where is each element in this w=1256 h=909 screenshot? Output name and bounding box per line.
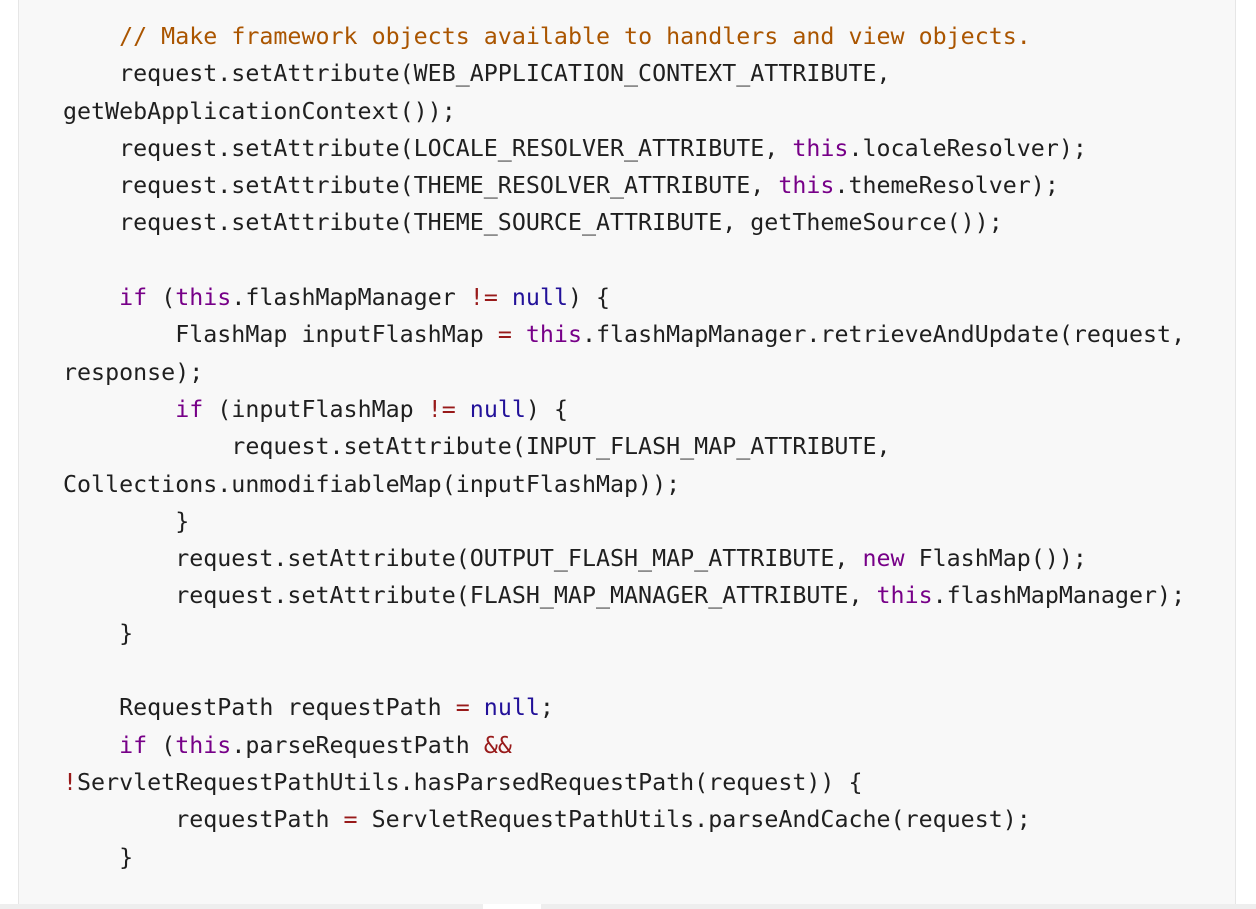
code-line: !ServletRequestPathUtils.hasParsedReques… <box>63 764 1185 801</box>
code-token-kw: if <box>119 284 148 312</box>
code-line: } <box>63 615 1185 652</box>
code-token: request.setAttribute(INPUT_FLASH_MAP_ATT… <box>63 433 891 461</box>
code-line: } <box>63 503 1185 540</box>
code-line <box>63 242 1185 279</box>
code-line: } <box>63 839 1185 876</box>
code-token: Collections.unmodifiableMap(inputFlashMa… <box>63 470 681 498</box>
code-line: request.setAttribute(THEME_SOURCE_ATTRIB… <box>63 204 1185 241</box>
code-line: if (inputFlashMap != null) { <box>63 391 1185 428</box>
code-token <box>470 694 484 721</box>
code-token: ; <box>539 694 554 722</box>
code-token: .themeResolver); <box>834 172 1059 200</box>
code-token: getWebApplicationContext()); <box>63 97 456 125</box>
code-token: request.setAttribute(WEB_APPLICATION_CON… <box>63 60 891 88</box>
code-token-kw: if <box>175 395 204 423</box>
code-token: response); <box>63 358 204 386</box>
code-token: ) { <box>525 395 568 423</box>
code-line: FlashMap inputFlashMap = this.flashMapMa… <box>63 316 1185 353</box>
code-token-op: = <box>455 694 470 722</box>
code-token-op: = <box>497 321 512 349</box>
code-line: request.setAttribute(INPUT_FLASH_MAP_ATT… <box>63 428 1185 465</box>
code-token-kw: this <box>778 172 835 200</box>
code-token-kw: this <box>792 134 849 162</box>
code-token: request.setAttribute(LOCALE_RESOLVER_ATT… <box>63 134 793 162</box>
code-token <box>63 396 175 423</box>
code-token: FlashMap inputFlashMap <box>63 321 498 349</box>
code-line: requestPath = ServletRequestPathUtils.pa… <box>63 801 1185 838</box>
code-token: request.setAttribute(THEME_RESOLVER_ATTR… <box>63 172 779 200</box>
code-line: request.setAttribute(OUTPUT_FLASH_MAP_AT… <box>63 540 1185 577</box>
code-line: RequestPath requestPath = null; <box>63 689 1185 726</box>
code-text: // Make framework objects available to h… <box>63 18 1185 876</box>
code-block: // Make framework objects available to h… <box>18 0 1236 909</box>
code-token: } <box>63 507 190 535</box>
code-token-op: != <box>427 395 456 423</box>
code-line: request.setAttribute(FLASH_MAP_MANAGER_A… <box>63 577 1185 614</box>
code-line: request.setAttribute(THEME_RESOLVER_ATTR… <box>63 167 1185 204</box>
code-token-kw: if <box>119 731 148 759</box>
code-line: getWebApplicationContext()); <box>63 93 1185 130</box>
code-token: request.setAttribute(THEME_SOURCE_ATTRIB… <box>63 209 1003 237</box>
code-line: Collections.unmodifiableMap(inputFlashMa… <box>63 466 1185 503</box>
code-line <box>63 652 1185 689</box>
code-line: response); <box>63 354 1185 391</box>
code-token-op: && <box>483 731 512 759</box>
code-token-at: null <box>469 395 526 423</box>
code-token: } <box>63 619 134 647</box>
code-token: ServletRequestPathUtils.hasParsedRequest… <box>77 768 863 796</box>
code-token: request.setAttribute(FLASH_MAP_MANAGER_A… <box>63 582 877 610</box>
code-token: ServletRequestPathUtils.parseAndCache(re… <box>357 806 1031 834</box>
code-token: .flashMapManager.retrieveAndUpdate(reque… <box>581 321 1186 349</box>
code-token-kw: this <box>525 321 582 349</box>
code-token-kw: this <box>175 284 232 312</box>
code-token-at: null <box>511 284 568 312</box>
code-token: request.setAttribute(OUTPUT_FLASH_MAP_AT… <box>63 545 863 573</box>
code-token: ( <box>147 284 176 312</box>
code-token-kw: this <box>876 582 933 610</box>
code-token: requestPath <box>63 806 344 834</box>
code-token-kw: new <box>862 545 905 573</box>
bottom-tab <box>483 904 541 909</box>
code-token: FlashMap()); <box>904 545 1087 573</box>
code-token <box>512 321 526 348</box>
code-token-op: ! <box>63 768 78 796</box>
code-line: if (this.flashMapManager != null) { <box>63 279 1185 316</box>
code-token: .localeResolver); <box>848 134 1087 162</box>
code-token-at: null <box>483 694 540 722</box>
code-token-op: != <box>469 284 498 312</box>
code-line: // Make framework objects available to h… <box>63 18 1185 55</box>
code-token: ) { <box>568 284 611 312</box>
bottom-bar <box>0 904 1256 909</box>
code-line: request.setAttribute(WEB_APPLICATION_CON… <box>63 55 1185 92</box>
code-token: .flashMapManager <box>231 284 470 312</box>
code-token <box>456 396 470 423</box>
code-token: ( <box>147 731 176 759</box>
code-token <box>63 284 119 311</box>
code-token: RequestPath requestPath <box>63 694 456 722</box>
code-token: .parseRequestPath <box>231 731 484 759</box>
code-line: request.setAttribute(LOCALE_RESOLVER_ATT… <box>63 130 1185 167</box>
code-token <box>63 732 119 759</box>
code-token-op: = <box>343 806 358 834</box>
code-token: } <box>63 843 134 871</box>
code-token: .flashMapManager); <box>932 582 1186 610</box>
code-line: if (this.parseRequestPath && <box>63 727 1185 764</box>
code-token-kw: this <box>175 731 232 759</box>
code-token <box>498 284 512 311</box>
code-token-cm: // Make framework objects available to h… <box>119 23 1031 50</box>
code-token: (inputFlashMap <box>203 395 428 423</box>
code-token <box>63 23 119 50</box>
